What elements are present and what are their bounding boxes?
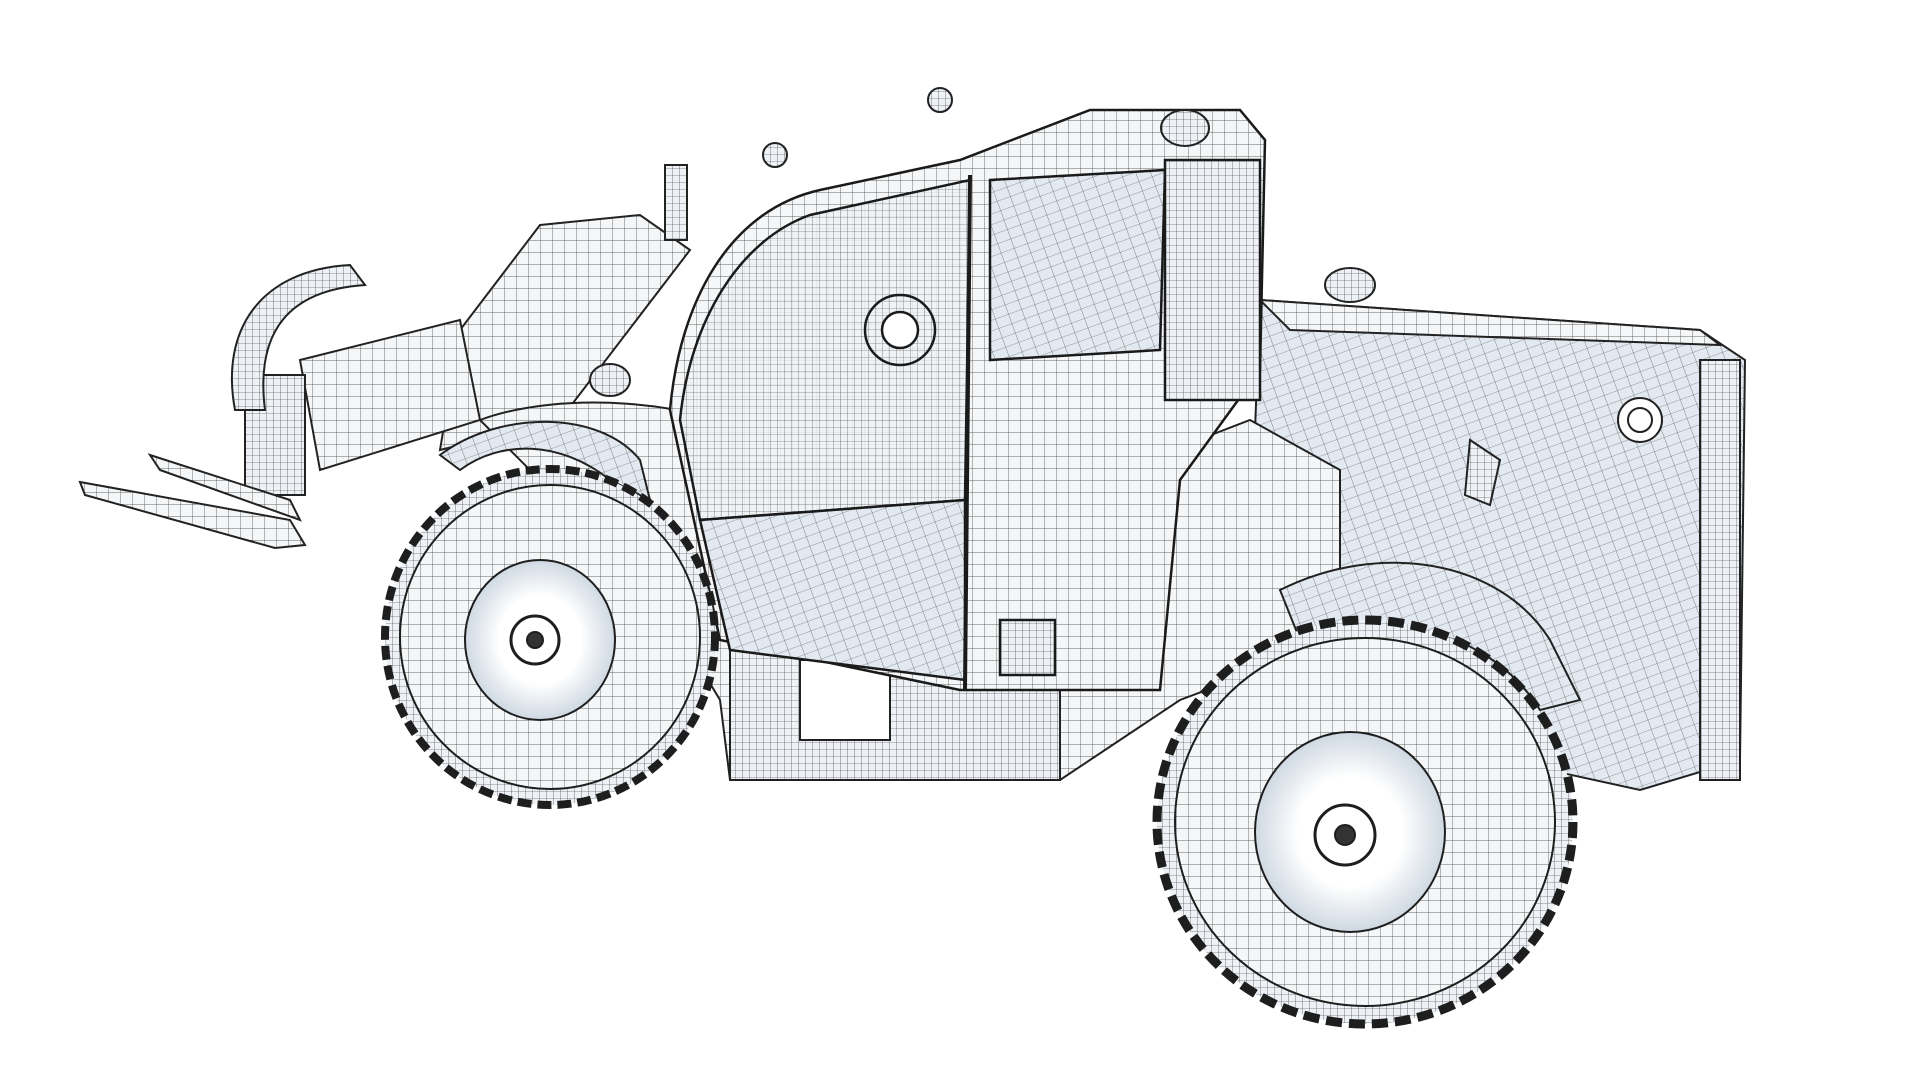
beacons-and-mirrors (589, 87, 1376, 397)
front-wheel (381, 465, 719, 809)
pallet-fork (78, 480, 307, 550)
cab-glass-door (678, 178, 972, 522)
operator-cab (668, 108, 1267, 692)
front-boom-and-fork-carriage (78, 213, 692, 550)
rear-wheel (1152, 615, 1578, 1029)
